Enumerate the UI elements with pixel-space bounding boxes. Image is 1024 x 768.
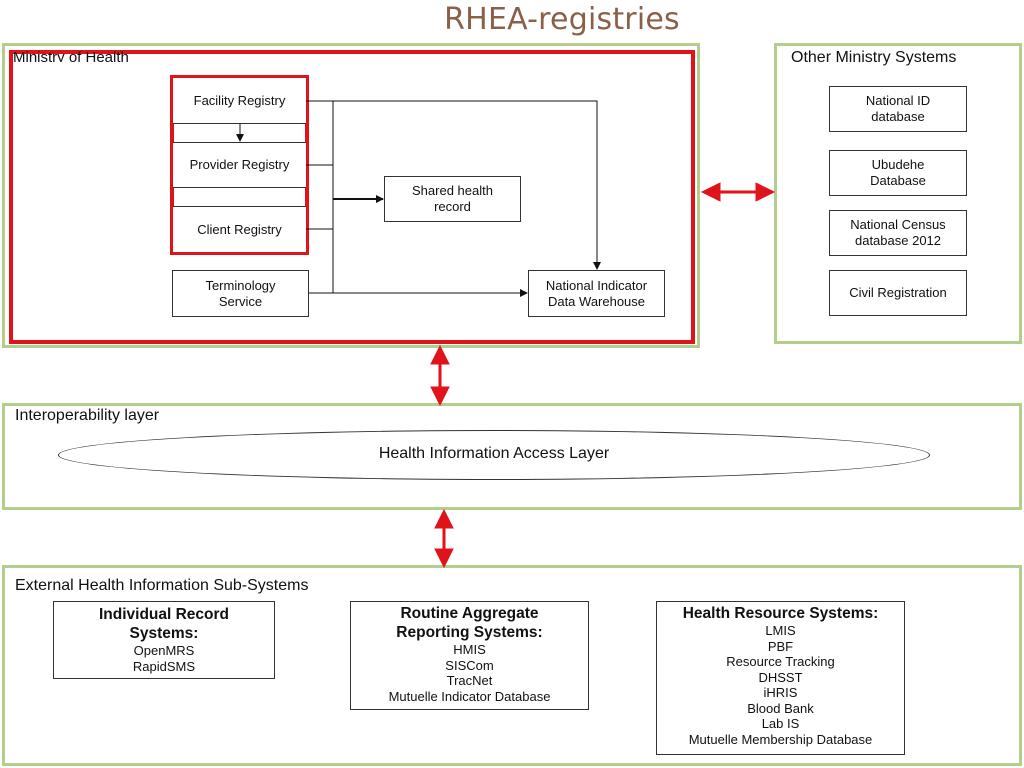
national-id-box: National ID database [829,86,967,132]
individual-record-heading: Individual Record Systems: [98,606,230,642]
group-item: iHRIS [763,685,798,700]
routine-aggregate-box: Routine Aggregate Reporting Systems: HMI… [350,601,589,710]
group-item: SISCom [445,657,494,673]
terminology-service-box: Terminology Service [172,270,309,317]
national-indicator-box: National Indicator Data Warehouse [528,270,665,317]
group-item: LMIS [765,623,796,638]
national-census-box: National Census database 2012 [829,210,967,256]
group-item: Blood Bank [747,700,814,716]
page-title: RHEA-registries [444,2,680,37]
provider-registry-box: Provider Registry [173,142,306,188]
routine-aggregate-heading: Routine Aggregate Reporting Systems: [396,605,543,641]
group-item: Resource Tracking [726,654,835,669]
ministry-interop-double-arrow [430,344,450,407]
health-resource-box: Health Resource Systems: LMIS PBF Resour… [656,601,905,755]
client-registry-box: Client Registry [173,206,306,252]
group-item: Mutuelle Indicator Database [388,688,551,704]
civil-registration-box: Civil Registration [829,270,967,316]
group-item: PBF [767,638,794,654]
shared-health-record-box: Shared health record [384,176,521,222]
interop-label: Interoperability layer [15,407,160,424]
group-item: Lab IS [761,716,800,731]
ubudehe-box: Ubudehe Database [829,150,967,196]
ministry-panel-label: Ministry of Health [13,49,129,62]
other-ministry-label: Other Ministry Systems [791,49,957,66]
group-item: OpenMRS [133,643,195,658]
group-item: HMIS [453,642,486,657]
ministry-other-double-arrow [700,182,776,202]
registry-bus-lines [306,100,334,294]
ministry-highlight-border [9,50,695,344]
interop-external-double-arrow [434,508,454,569]
hial-label: Health Information Access Layer [378,445,610,462]
group-item: Mutuelle Membership Database [688,731,873,747]
group-item: TracNet [446,673,493,688]
hial-ellipse [58,430,930,480]
individual-record-systems-box: Individual Record Systems: OpenMRS Rapid… [53,601,275,679]
group-item: RapidSMS [132,658,196,674]
health-resource-heading: Health Resource Systems: [682,605,879,622]
facility-registry-box: Facility Registry [173,78,306,124]
external-label: External Health Information Sub-Systems [15,577,309,594]
facility-to-indicator-arrow [333,100,601,270]
group-item: DHSST [758,669,803,685]
